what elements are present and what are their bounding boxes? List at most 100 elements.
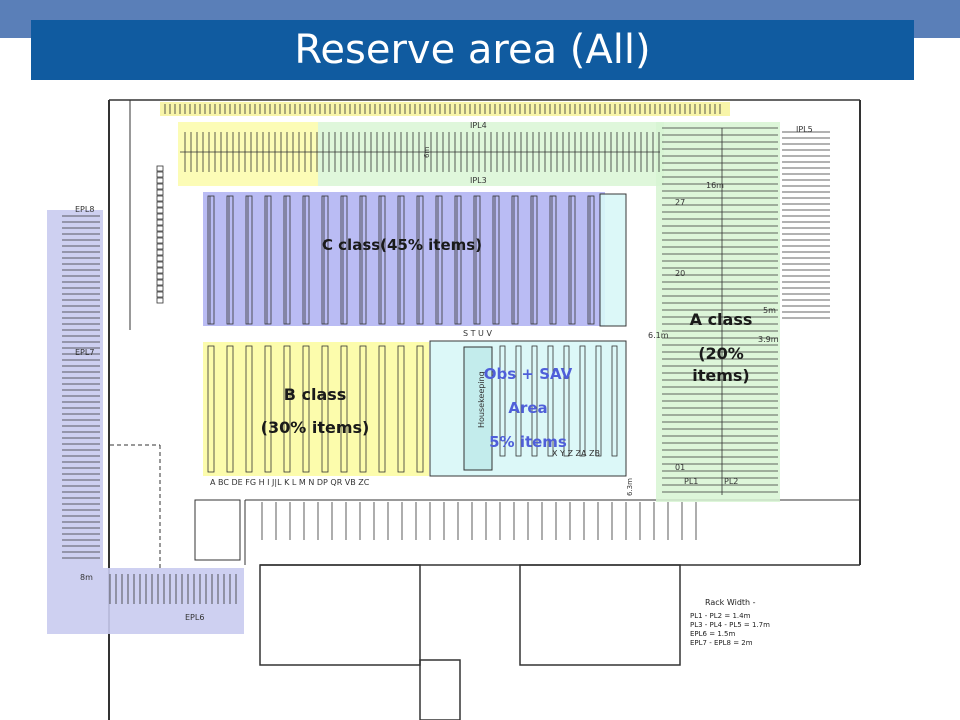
rack-obs — [595, 345, 602, 457]
label-a-class-title: A class — [689, 310, 753, 329]
rack-obs — [547, 345, 554, 457]
rack-b — [302, 345, 310, 473]
aisle-letters-obs: X Y Z ZA ZB — [552, 449, 600, 458]
label-ipl5: IPL5 — [796, 125, 813, 134]
rack-c — [587, 195, 595, 325]
rack-left — [156, 183, 164, 190]
rack-c — [226, 195, 234, 325]
rack-c — [530, 195, 538, 325]
rack-left — [156, 165, 164, 172]
rack-left — [156, 285, 164, 292]
rack-left — [156, 291, 164, 298]
rack-c — [549, 195, 557, 325]
rack-left — [156, 267, 164, 274]
rack-c — [359, 195, 367, 325]
zone-a-class — [656, 122, 780, 502]
rack-left — [156, 273, 164, 280]
label-ipl3: IPL3 — [470, 176, 487, 185]
rack-c — [416, 195, 424, 325]
rack-c — [454, 195, 462, 325]
label-housekeeping: Housekeeping — [477, 371, 486, 428]
rack-obs — [579, 345, 586, 457]
rack-left — [156, 255, 164, 262]
rack-c — [378, 195, 386, 325]
rack-c — [283, 195, 291, 325]
label-epl6: EPL6 — [185, 613, 204, 622]
housekeeping-block — [463, 346, 493, 471]
rack-obs — [531, 345, 538, 457]
rack-left — [156, 225, 164, 232]
rack-c — [340, 195, 348, 325]
legend-title: Rack Width - — [705, 598, 756, 607]
rack-b — [207, 345, 215, 473]
dim-39m: 3.9m — [758, 335, 779, 344]
rack-left — [156, 243, 164, 250]
rack-left — [156, 171, 164, 178]
rack-left — [156, 201, 164, 208]
zone-epl6 — [103, 568, 244, 634]
rack-b — [359, 345, 367, 473]
label-pl1: PL1 — [684, 477, 698, 486]
dim-5m: 5m — [763, 306, 776, 315]
rack-c — [473, 195, 481, 325]
rack-left — [156, 279, 164, 286]
rack-left — [156, 249, 164, 256]
legend-row: EPL6 = 1.5m — [690, 630, 735, 638]
label-c-class: C class(45% items) — [321, 236, 483, 254]
rack-c — [245, 195, 253, 325]
rack-left — [156, 261, 164, 268]
rack-left — [156, 297, 164, 304]
label-ipl4: IPL4 — [470, 121, 487, 130]
label-b-class-title: B class — [283, 385, 347, 404]
legend-row: PL3 - PL4 - PL5 = 1.7m — [690, 621, 770, 629]
dim-61m: 6.1m — [648, 331, 669, 340]
rack-left — [156, 231, 164, 238]
aisle-letters-top: S T U V — [463, 329, 492, 338]
rack-b — [416, 345, 424, 473]
rack-c — [511, 195, 519, 325]
rack-left — [156, 207, 164, 214]
rack-c — [264, 195, 272, 325]
dim-8m: 8m — [80, 573, 93, 582]
rack-obs — [563, 345, 570, 457]
rack-left — [156, 219, 164, 226]
dim-6m: 6m — [423, 147, 431, 158]
legend-row: EPL7 - EPL8 = 2m — [690, 639, 753, 647]
rack-left — [156, 177, 164, 184]
zone-b-class — [203, 342, 429, 476]
rack-b — [264, 345, 272, 473]
zone-obs-sav — [429, 340, 627, 477]
rack-b — [397, 345, 405, 473]
label-a-class-share1: (20% — [698, 344, 744, 363]
rack-c — [302, 195, 310, 325]
label-pl2: PL2 — [724, 477, 738, 486]
label-epl7: EPL7 — [75, 348, 94, 357]
rack-b — [283, 345, 291, 473]
rack-c — [435, 195, 443, 325]
dim-63m: 6.3m — [626, 478, 634, 496]
rack-obs — [515, 345, 522, 457]
rack-left — [156, 189, 164, 196]
num-20: 20 — [675, 269, 685, 278]
rack-left — [156, 237, 164, 244]
zone-b-upper — [178, 122, 318, 186]
rack-b — [340, 345, 348, 473]
dim-16m: 16m — [706, 181, 724, 190]
rack-b — [245, 345, 253, 473]
rack-b — [321, 345, 329, 473]
zone-epl7-8 — [47, 210, 103, 634]
rack-b — [378, 345, 386, 473]
label-obs-share: 5% items — [489, 433, 567, 451]
legend-row: PL1 - PL2 = 1.4m — [690, 612, 751, 620]
rack-b — [226, 345, 234, 473]
label-obs-area: Area — [508, 399, 548, 417]
label-obs-title: Obs + SAV — [483, 365, 573, 383]
aisle-letters-bottom: A BC DE FG H I J|L K L M N DP QR VB ZC — [210, 478, 370, 487]
num-01: 01 — [675, 463, 685, 472]
rack-left — [156, 195, 164, 202]
rack-c — [397, 195, 405, 325]
rack-obs — [499, 345, 506, 457]
slide-title: Reserve area (All) — [31, 20, 914, 80]
num-27: 27 — [675, 198, 685, 207]
